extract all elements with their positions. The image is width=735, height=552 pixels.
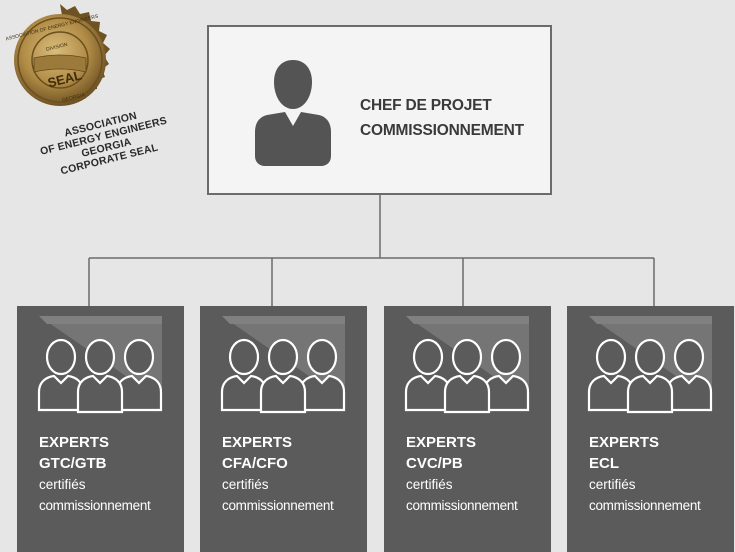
expert-heading: EXPERTS [406,434,477,451]
expert-text: EXPERTS GTC/GTB certifiés commissionneme… [39,432,151,516]
chef-de-projet-box: CHEF DE PROJET COMMISSIONNEMENT [207,25,552,195]
expert-specialty: CFA/CFO [222,455,288,472]
people-group-icon [587,338,713,414]
expert-certified: certifiés [39,477,86,492]
expert-heading: EXPERTS [222,434,293,451]
expert-specialty: GTC/GTB [39,455,107,472]
expert-card-cfa-cfo: EXPERTS CFA/CFO certifiés commissionneme… [200,306,367,552]
people-group-icon [404,338,530,414]
people-group-icon [37,338,163,414]
expert-specialty: ECL [589,455,619,472]
expert-card-cvc-pb: EXPERTS CVC/PB certifiés commissionnemen… [384,306,551,552]
seal-graphic-state: GEORGIA [62,92,87,104]
seal-icon: SEAL DIVISION ASSOCIATION OF ENERGY ENGI… [5,4,110,106]
chef-title-line-2: COMMISSIONNEMENT [360,122,524,139]
expert-heading: EXPERTS [589,434,660,451]
expert-commissioning: commissionnement [406,498,518,513]
person-icon [255,60,331,166]
seal-graphic-division: DIVISION [45,42,68,53]
expert-commissioning: commissionnement [589,498,701,513]
expert-card-gtc-gtb: EXPERTS GTC/GTB certifiés commissionneme… [17,306,184,552]
people-group-icon [220,338,346,414]
expert-certified: certifiés [589,477,636,492]
expert-commissioning: commissionnement [39,498,151,513]
chef-title-line-1: CHEF DE PROJET [360,97,492,114]
corporate-seal: SEAL DIVISION ASSOCIATION OF ENERGY ENGI… [0,0,190,190]
expert-certified: certifiés [406,477,453,492]
expert-specialty: CVC/PB [406,455,463,472]
expert-text: EXPERTS CFA/CFO certifiés commissionneme… [222,432,334,516]
expert-card-ecl: EXPERTS ECL certifiés commissionnement [567,306,734,552]
expert-text: EXPERTS ECL certifiés commissionnement [589,432,701,516]
expert-commissioning: commissionnement [222,498,334,513]
expert-certified: certifiés [222,477,269,492]
expert-text: EXPERTS CVC/PB certifiés commissionnemen… [406,432,518,516]
expert-heading: EXPERTS [39,434,110,451]
chef-title: CHEF DE PROJET COMMISSIONNEMENT [360,93,524,143]
